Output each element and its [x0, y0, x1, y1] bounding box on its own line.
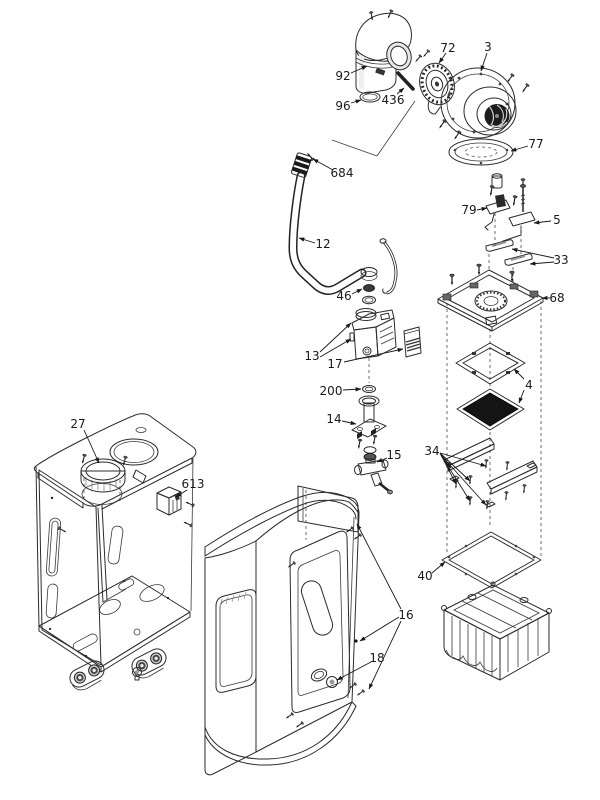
leader-line-15 — [376, 457, 388, 463]
leader-line-18 — [336, 661, 372, 681]
leader-line-34 — [439, 452, 471, 482]
cabinet-feet — [69, 648, 167, 691]
assembly-alignment-lines — [331, 100, 416, 157]
leader-line-34 — [440, 454, 487, 506]
electrode-gaskets-33 — [485, 239, 533, 266]
leader-line-17 — [343, 348, 404, 363]
cabinet-frame — [33, 413, 197, 673]
electrode-5 — [502, 184, 536, 242]
leader-line-684 — [312, 158, 334, 171]
leader-line-4 — [513, 368, 525, 380]
part-number-40: 40 — [417, 569, 432, 583]
part-number-5: 5 — [553, 213, 561, 227]
part-number-16: 16 — [398, 608, 413, 622]
leader-line-13 — [319, 338, 352, 358]
part-number-33: 33 — [553, 253, 568, 267]
leader-line-79 — [476, 206, 488, 212]
leader-line-33 — [529, 261, 555, 266]
leader-line-72 — [438, 52, 447, 64]
leader-line-16 — [368, 620, 402, 690]
blower-motor-3 — [437, 67, 531, 142]
fan-gasket-77 — [448, 138, 514, 166]
o-ring-200 — [362, 358, 376, 393]
sensor-pin-436 — [396, 48, 431, 91]
o-ring-96 — [359, 91, 381, 103]
leader-line-92 — [350, 65, 368, 74]
control-box-613 — [156, 486, 196, 528]
part-number-14: 14 — [326, 412, 341, 426]
base-gasket-40 — [441, 531, 542, 589]
gas-cock-15 — [354, 446, 393, 495]
outer-casing-16 — [204, 485, 366, 776]
leader-line-5 — [533, 220, 552, 225]
leader-line-3 — [480, 52, 488, 72]
gas-valve-13 — [349, 308, 397, 360]
leader-line-200 — [342, 387, 362, 392]
leader-line-96 — [350, 99, 362, 104]
part-number-68: 68 — [549, 291, 564, 305]
part-number-3: 3 — [484, 40, 492, 54]
part-number-92: 92 — [335, 69, 350, 83]
part-number-4: 4 — [525, 378, 533, 392]
leader-line-14 — [341, 420, 357, 425]
part-number-18: 18 — [369, 651, 384, 665]
burner-gaskets-4 — [455, 342, 526, 431]
panel-plug-18 — [326, 676, 338, 688]
leader-line-27 — [83, 429, 100, 464]
part-number-684: 684 — [331, 166, 354, 180]
flue-pipe-12 — [288, 151, 378, 295]
burner-plate-68 — [437, 263, 544, 332]
part-number-77: 77 — [528, 137, 543, 151]
cap-27 — [79, 453, 129, 505]
leader-line-46 — [351, 288, 363, 295]
leader-line-40 — [431, 561, 446, 574]
part-number-613: 613 — [182, 477, 205, 491]
leader-line-12 — [298, 237, 316, 244]
part-number-96: 96 — [335, 99, 350, 113]
part-number-72: 72 — [440, 41, 455, 55]
leader-line-77 — [510, 145, 529, 152]
electrode-79 — [484, 184, 511, 231]
part-number-12: 12 — [315, 237, 330, 251]
part-number-15: 15 — [386, 448, 401, 462]
part-number-27: 27 — [70, 417, 85, 431]
leader-line-16 — [359, 616, 400, 642]
pipe-fitting-46 — [362, 284, 376, 305]
stack-dashed-lines — [446, 213, 542, 557]
valve-connector-17 — [403, 326, 422, 358]
leader-line-33 — [511, 248, 555, 259]
burner-rails-34 — [443, 437, 538, 511]
part-number-79: 79 — [461, 203, 476, 217]
leader-line-13 — [319, 322, 352, 353]
leader-line-34 — [440, 454, 471, 502]
part-number-46: 46 — [336, 289, 351, 303]
venturi-14 — [351, 395, 387, 450]
leader-line-34 — [439, 452, 487, 467]
part-number-34: 34 — [424, 444, 439, 458]
exhaust-elbow — [355, 8, 412, 94]
callout-layer: 92 72 3 96 436 684 77 79 5 33 68 12 46 13 17 200 14 15 4 34… — [70, 40, 569, 690]
leader-line-16 — [356, 523, 402, 610]
part-number-13: 13 — [304, 349, 319, 363]
leader-line-613 — [175, 489, 188, 498]
part-number-17: 17 — [327, 357, 342, 371]
leader-line-4 — [518, 389, 525, 404]
igniter-cap — [491, 173, 526, 190]
heat-exchanger — [441, 581, 552, 681]
fan-impeller-72 — [419, 62, 455, 115]
part-number-200: 200 — [320, 384, 343, 398]
condensate-hose — [379, 238, 398, 295]
part-number-436: 436 — [382, 93, 405, 107]
leader-line-436 — [396, 87, 405, 95]
